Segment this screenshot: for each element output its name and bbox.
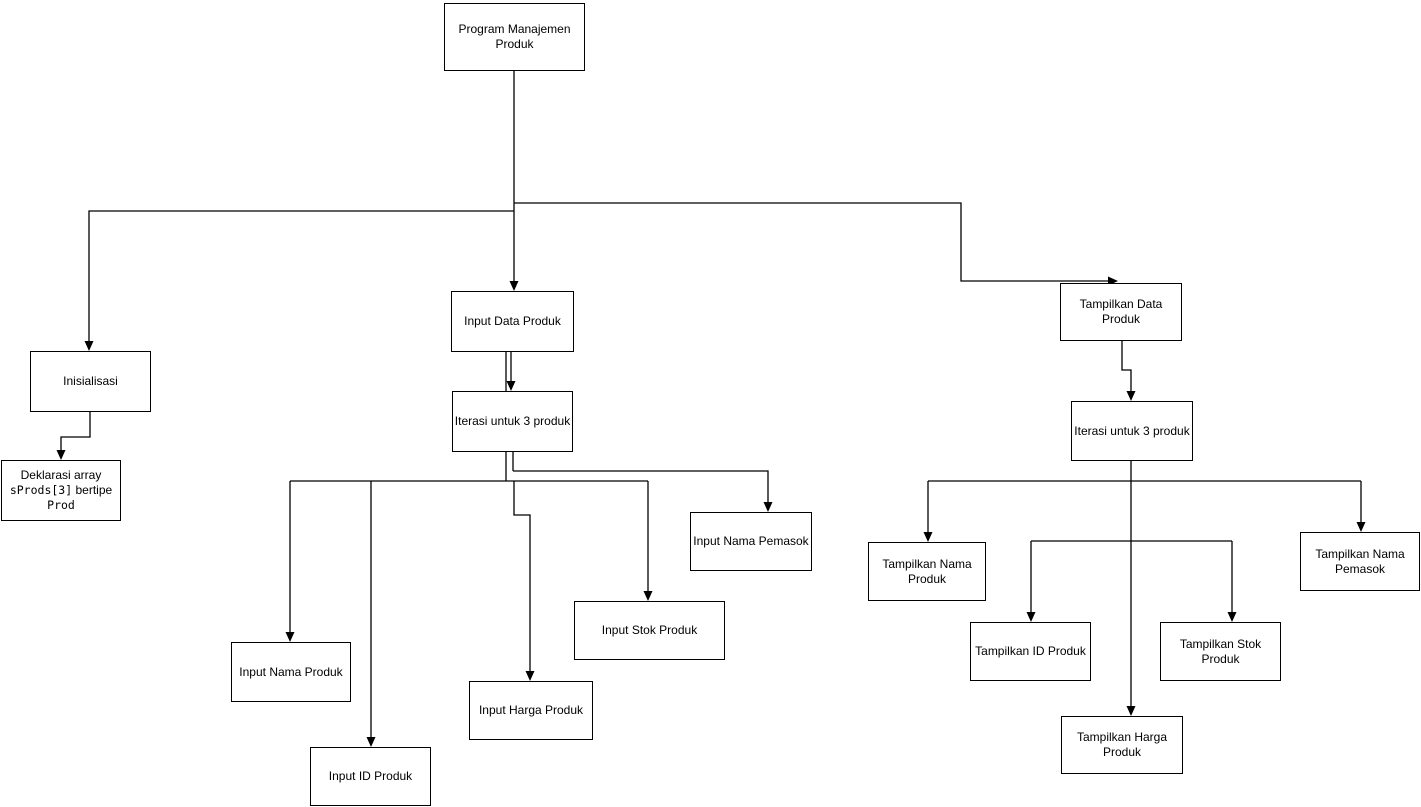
node-label-line: Input Data Produk — [464, 314, 561, 328]
node-label-line: Tampilkan Stok — [1179, 636, 1262, 651]
node-label-line: Tampilkan ID Produk — [975, 644, 1086, 658]
flowchart-node-input-nama-pemasok: Input Nama Pemasok — [690, 512, 812, 571]
node-label-line: Produk — [1102, 745, 1142, 759]
node-label-line: Input Nama Produk — [239, 664, 343, 679]
arrowhead-icon — [285, 632, 295, 642]
node-label-line: Iterasi untuk 3 produk — [1074, 423, 1190, 438]
node-label-line: Produk — [907, 571, 947, 586]
arrowhead-icon — [84, 341, 94, 351]
node-label-line: Produk — [1201, 651, 1240, 666]
node-label-line: Input Nama Pemasok — [693, 534, 809, 548]
node-label-line: Iterasi untuk 3 produk — [454, 414, 571, 428]
node-label-line: Prod — [47, 498, 75, 512]
arrowhead-icon — [643, 591, 653, 601]
flowchart-node-inisialisasi: Inisialisasi — [30, 351, 151, 412]
flowchart-node-iterasi-tampilkan: Iterasi untuk 3 produk — [1071, 401, 1193, 461]
node-label-line: Produk — [1101, 312, 1141, 326]
connector — [514, 202, 1109, 282]
node-label-line: sProds[3] bertipe — [9, 483, 113, 497]
node-label-line: Deklarasi array — [20, 468, 102, 482]
flowchart-node-input-stok-produk: Input Stok Produk — [574, 601, 725, 660]
flowchart-node-input-data-produk: Input Data Produk — [451, 291, 574, 352]
arrowhead-icon — [1356, 522, 1366, 532]
connector — [513, 481, 531, 672]
flowchart-node-input-id-produk: Input ID Produk — [310, 747, 431, 806]
connector — [88, 210, 514, 342]
node-label-line: Tampilkan Data — [1079, 297, 1163, 311]
node-label-line: Tampilkan Nama — [1315, 546, 1405, 561]
flowchart-node-iterasi-input: Iterasi untuk 3 produk — [452, 391, 573, 452]
connector — [513, 470, 769, 503]
flowchart-node-tampilkan-id-produk: Tampilkan ID Produk — [970, 622, 1091, 681]
arrowhead-icon — [525, 671, 535, 681]
connector — [1121, 341, 1132, 392]
node-label-line: Input Stok Produk — [601, 623, 698, 637]
arrowhead-icon — [1026, 612, 1036, 622]
node-label-line: Tampilkan Nama — [882, 556, 972, 571]
arrowhead-icon — [763, 502, 773, 512]
arrowhead-icon — [1126, 391, 1136, 401]
node-label-line: Inisialisasi — [63, 374, 118, 388]
arrowhead-icon — [509, 281, 519, 291]
arrowhead-icon — [56, 450, 66, 460]
connector — [60, 412, 91, 451]
flowchart-node-input-nama-produk: Input Nama Produk — [231, 642, 351, 702]
node-label-line: Produk — [495, 37, 534, 51]
flowchart-node-input-harga-produk: Input Harga Produk — [469, 681, 593, 740]
arrowhead-icon — [366, 737, 376, 747]
arrowhead-icon — [506, 381, 516, 391]
arrowhead-icon — [1227, 612, 1237, 622]
node-label-line: Pemasok — [1334, 561, 1386, 576]
node-label-line: Input ID Produk — [328, 769, 413, 783]
node-label-line: Tampilkan Harga — [1076, 730, 1168, 744]
arrowhead-icon — [923, 532, 933, 542]
node-label-line: Program Manajemen — [458, 22, 571, 36]
arrowhead-icon — [1126, 706, 1136, 716]
node-label-line: Input Harga Produk — [478, 703, 584, 717]
